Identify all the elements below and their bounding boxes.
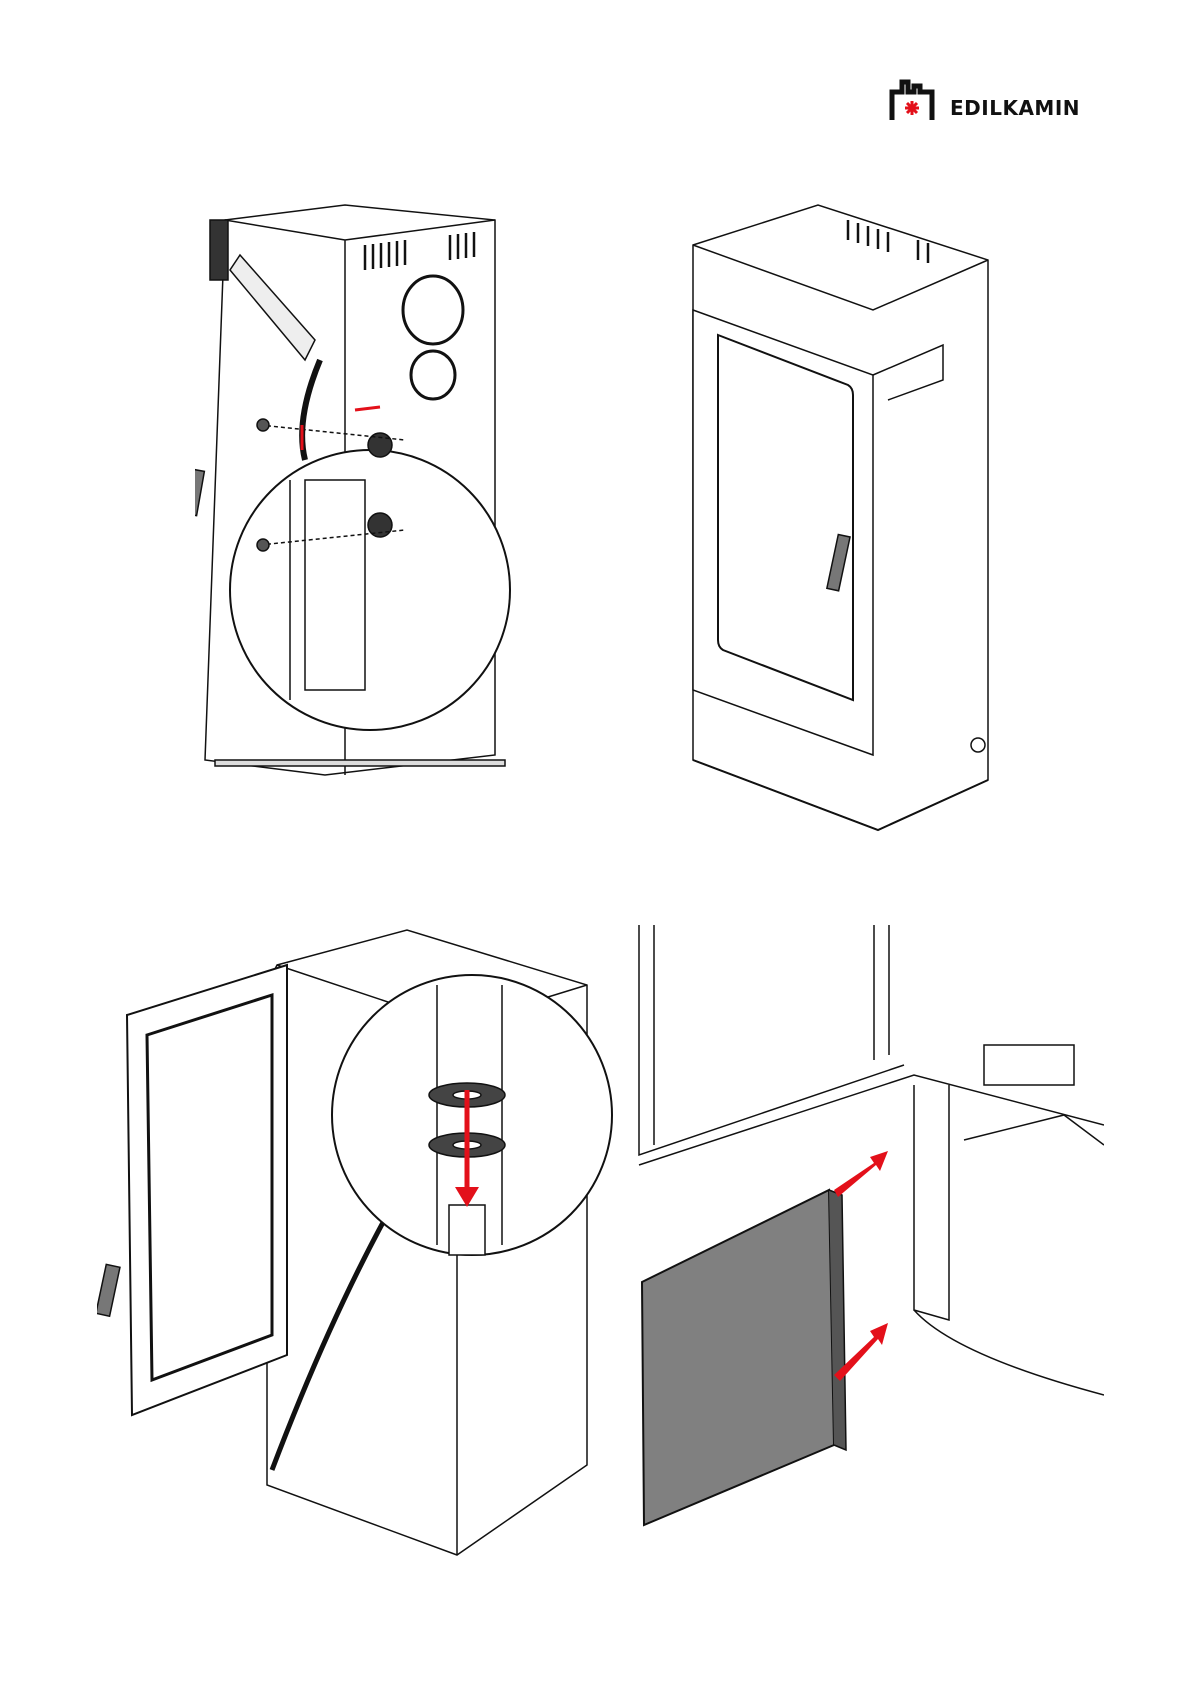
logo-text: EDILKAMIN [950,96,1080,120]
fig-stove-front-assembled [688,200,1008,835]
fig-rear-side-bracket-detail [195,200,585,780]
edilkamin-logo: EDILKAMIN [888,78,1098,122]
fig-side-panel-mounting [634,925,1104,1530]
chimney-snowflake-logo-icon [888,78,948,122]
side-panel [642,1190,834,1525]
fig-door-hinge-washers [97,925,622,1560]
